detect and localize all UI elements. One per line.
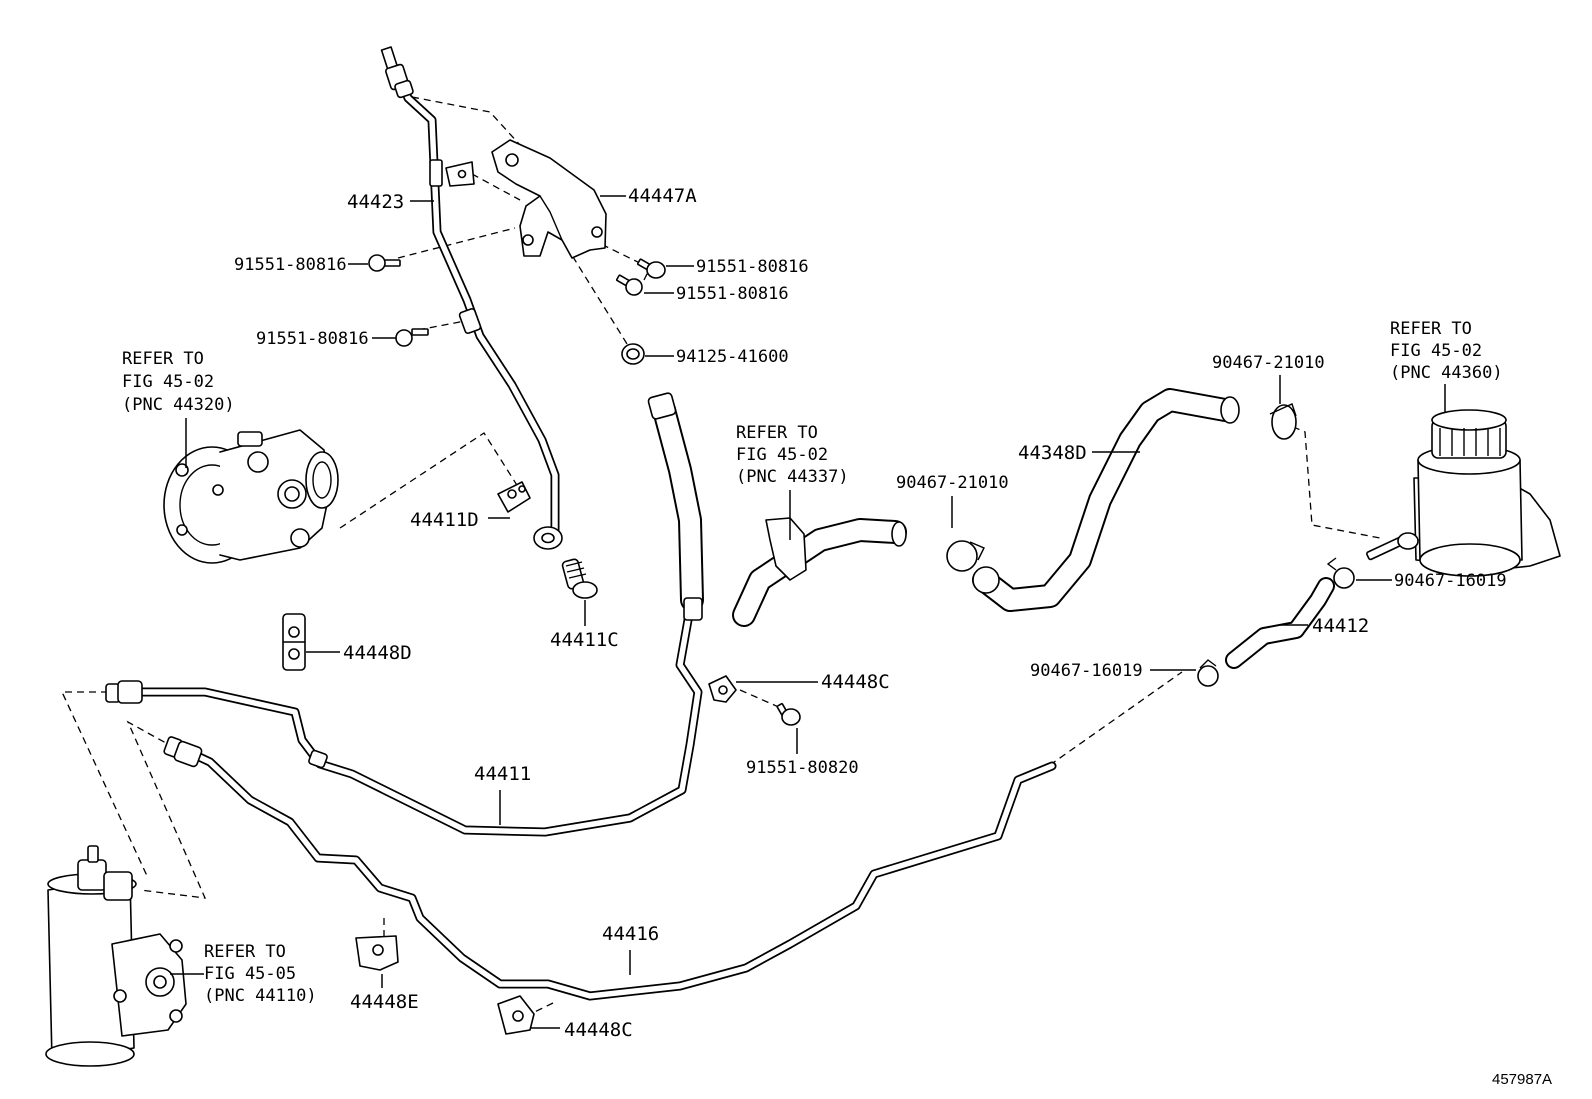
diagram-id: 457987A [1492, 1071, 1552, 1088]
pipe-44416 [163, 736, 1057, 1001]
union-bolt-44411C [561, 558, 598, 599]
clamp-44448E [355, 935, 399, 971]
pipe-44411 [105, 392, 704, 837]
ref-pump-line2: FIG 45-02 [122, 372, 214, 392]
reference-note-gear: REFER TO FIG 45-05 (PNC 44110) [204, 942, 317, 1006]
label-clip-90467-16019-a: 90467-16019 [1394, 571, 1507, 591]
ref-hose-line1: REFER TO [736, 423, 818, 443]
label-44447A: 44447A [628, 185, 697, 207]
steering-gear [45, 845, 187, 1067]
bolt-91551-80816-a [368, 254, 401, 272]
dashed-assembly-lines [60, 96, 1381, 1021]
label-bolt-91551-80816-b: 91551-80816 [696, 257, 809, 277]
ref-reservoir-line2: FIG 45-02 [1390, 341, 1482, 361]
clamp-bracket [445, 161, 475, 187]
clip-90467-16019-a [1326, 557, 1355, 589]
clip-90467-21010-a [1269, 403, 1297, 440]
label-bolt-91551-80816-c: 91551-80816 [676, 284, 789, 304]
clamp-44448D [282, 613, 306, 671]
ref-reservoir-line3: (PNC 44360) [1390, 363, 1503, 383]
reference-note-hose: REFER TO FIG 45-02 (PNC 44337) [736, 423, 849, 487]
power-steering-pump [163, 429, 339, 564]
bolt-91551-80816-d [395, 328, 429, 347]
label-44448C-lower: 44448C [564, 1019, 633, 1041]
pipe-44423 [380, 46, 563, 550]
label-44411D: 44411D [410, 509, 479, 531]
label-nut-94125-41600: 94125-41600 [676, 347, 789, 367]
label-clip-90467-21010-a: 90467-21010 [1212, 353, 1325, 373]
bolt-91551-80816-b [637, 258, 666, 279]
label-44416: 44416 [602, 923, 659, 945]
hose-44412 [1225, 577, 1335, 669]
label-44348D: 44348D [1018, 442, 1087, 464]
bolt-91551-80816-c [616, 274, 643, 296]
clamp-44448C-lower [497, 995, 535, 1035]
clip-90467-16019-b [1197, 659, 1219, 687]
label-clip-90467-16019-b: 90467-16019 [1030, 661, 1143, 681]
reservoir-tank [1366, 409, 1561, 577]
label-bolt-91551-80816-d: 91551-80816 [256, 329, 369, 349]
label-clip-90467-21010-b: 90467-21010 [896, 473, 1009, 493]
hose-fig-44337 [732, 517, 907, 627]
reference-note-reservoir: REFER TO FIG 45-02 (PNC 44360) [1390, 319, 1503, 383]
ref-pump-line3: (PNC 44320) [122, 395, 235, 415]
ref-gear-line1: REFER TO [204, 942, 286, 962]
part-labels: 44423 44447A 91551-80816 91551-80816 915… [234, 185, 1507, 1041]
ref-hose-line3: (PNC 44337) [736, 467, 849, 487]
clamp-44448C-upper [708, 675, 737, 703]
ref-hose-line2: FIG 45-02 [736, 445, 828, 465]
label-44411C: 44411C [550, 629, 619, 651]
label-44423: 44423 [347, 191, 404, 213]
clip-90467-21010-b [946, 540, 985, 572]
nut-94125-41600 [621, 343, 645, 365]
leader-lines [170, 195, 1446, 1029]
label-bolt-91551-80820: 91551-80820 [746, 758, 859, 778]
bolt-91551-80820 [776, 703, 801, 726]
union-44411D [497, 481, 531, 513]
label-44411: 44411 [474, 763, 531, 785]
label-bolt-91551-80816-a: 91551-80816 [234, 255, 347, 275]
label-44448D: 44448D [343, 642, 412, 664]
ref-gear-line2: FIG 45-05 [204, 964, 296, 984]
label-44448C-upper: 44448C [821, 671, 890, 693]
label-44412: 44412 [1312, 615, 1369, 637]
ref-reservoir-line1: REFER TO [1390, 319, 1472, 339]
ref-gear-line3: (PNC 44110) [204, 986, 317, 1006]
hose-44348D [972, 388, 1240, 612]
reference-note-pump: REFER TO FIG 45-02 (PNC 44320) [122, 349, 235, 415]
label-44448E: 44448E [350, 991, 419, 1013]
bracket-44447A [491, 139, 607, 259]
ref-pump-line1: REFER TO [122, 349, 204, 369]
